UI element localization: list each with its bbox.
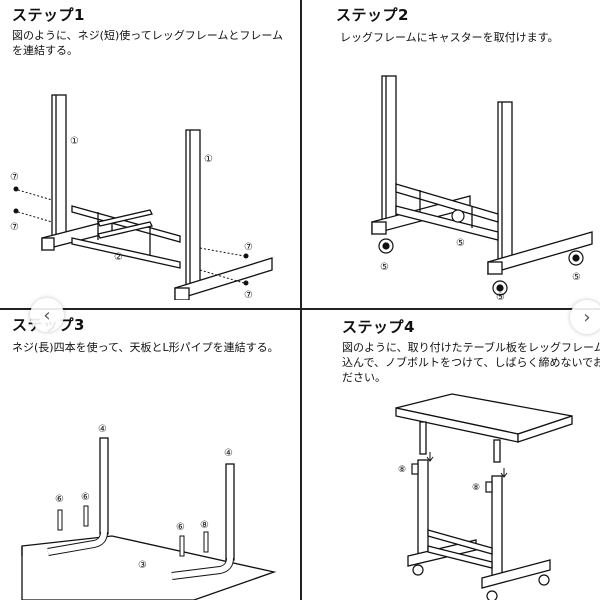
step-2-illustration: ⑤ ⑤ ⑤ ⑤ bbox=[371, 75, 593, 300]
step-4-illustration: ⑧ ⑧ bbox=[395, 393, 573, 600]
step-2-description: レッグフレームにキャスターを取付けます。 bbox=[340, 31, 559, 44]
label-screw-c: ⑥ bbox=[176, 522, 185, 533]
label-bar: ② bbox=[114, 252, 123, 263]
label-pipe-2: ④ bbox=[224, 448, 233, 459]
label-knob-2: ⑧ bbox=[472, 483, 480, 493]
chevron-left-icon[interactable]: ‹ bbox=[30, 298, 64, 332]
step-4-title: ステップ4 bbox=[342, 318, 415, 336]
label-screw-4: ⑦ bbox=[244, 290, 253, 300]
step-4-description: 図のように、取り付けたテーブル板をレッグフレームに差し込んで、ノブボルトをつけて… bbox=[342, 341, 600, 384]
label-frame-left: ① bbox=[70, 136, 79, 147]
step-1-panel: ① ① ② ⑦ ⑦ ⑦ ⑦ ステップ1 図のように、ネジ(短)使ってレッグフレー… bbox=[0, 0, 300, 300]
label-screw-a: ⑥ bbox=[55, 494, 64, 505]
label-washer: ⑧ bbox=[200, 520, 209, 531]
label-caster-4: ⑤ bbox=[496, 292, 505, 300]
label-screw-1: ⑦ bbox=[10, 172, 19, 183]
label-screw-2: ⑦ bbox=[10, 222, 19, 233]
step-4-panel: ⑧ ⑧ ステップ4 図のように、取り付けたテーブル板をレッグフレームに差し込んで… bbox=[302, 310, 600, 600]
label-top: ③ bbox=[138, 560, 147, 571]
label-caster-2: ⑤ bbox=[456, 238, 465, 249]
horizontal-divider bbox=[0, 308, 600, 310]
label-knob-1: ⑧ bbox=[398, 465, 406, 475]
vertical-divider bbox=[300, 0, 302, 600]
label-caster-1: ⑤ bbox=[380, 262, 389, 273]
step-3-illustration: ④ ④ ③ ⑥ ⑥ ⑥ ⑧ bbox=[21, 424, 277, 600]
step-3-panel: ④ ④ ③ ⑥ ⑥ ⑥ ⑧ ステップ3 ネジ(長)四本を使って、天板とL形パイプ… bbox=[0, 310, 300, 600]
step-1-illustration: ① ① ② ⑦ ⑦ ⑦ ⑦ bbox=[10, 94, 273, 300]
step-3-description: ネジ(長)四本を使って、天板とL形パイプを連結する。 bbox=[12, 341, 279, 354]
label-frame-right: ① bbox=[204, 154, 213, 165]
label-pipe-1: ④ bbox=[98, 424, 107, 435]
step-2-panel: ⑤ ⑤ ⑤ ⑤ ステップ2 レッグフレームにキャスターを取付けます。 bbox=[302, 0, 600, 300]
label-screw-3: ⑦ bbox=[244, 242, 253, 253]
label-screw-b: ⑥ bbox=[81, 492, 90, 503]
step-1-description: 図のように、ネジ(短)使ってレッグフレームとフレームを連結する。 bbox=[12, 29, 284, 57]
step-1-title: ステップ1 bbox=[12, 6, 85, 24]
label-caster-3: ⑤ bbox=[572, 272, 581, 283]
step-2-title: ステップ2 bbox=[336, 6, 409, 24]
chevron-right-icon[interactable]: › bbox=[570, 300, 600, 334]
